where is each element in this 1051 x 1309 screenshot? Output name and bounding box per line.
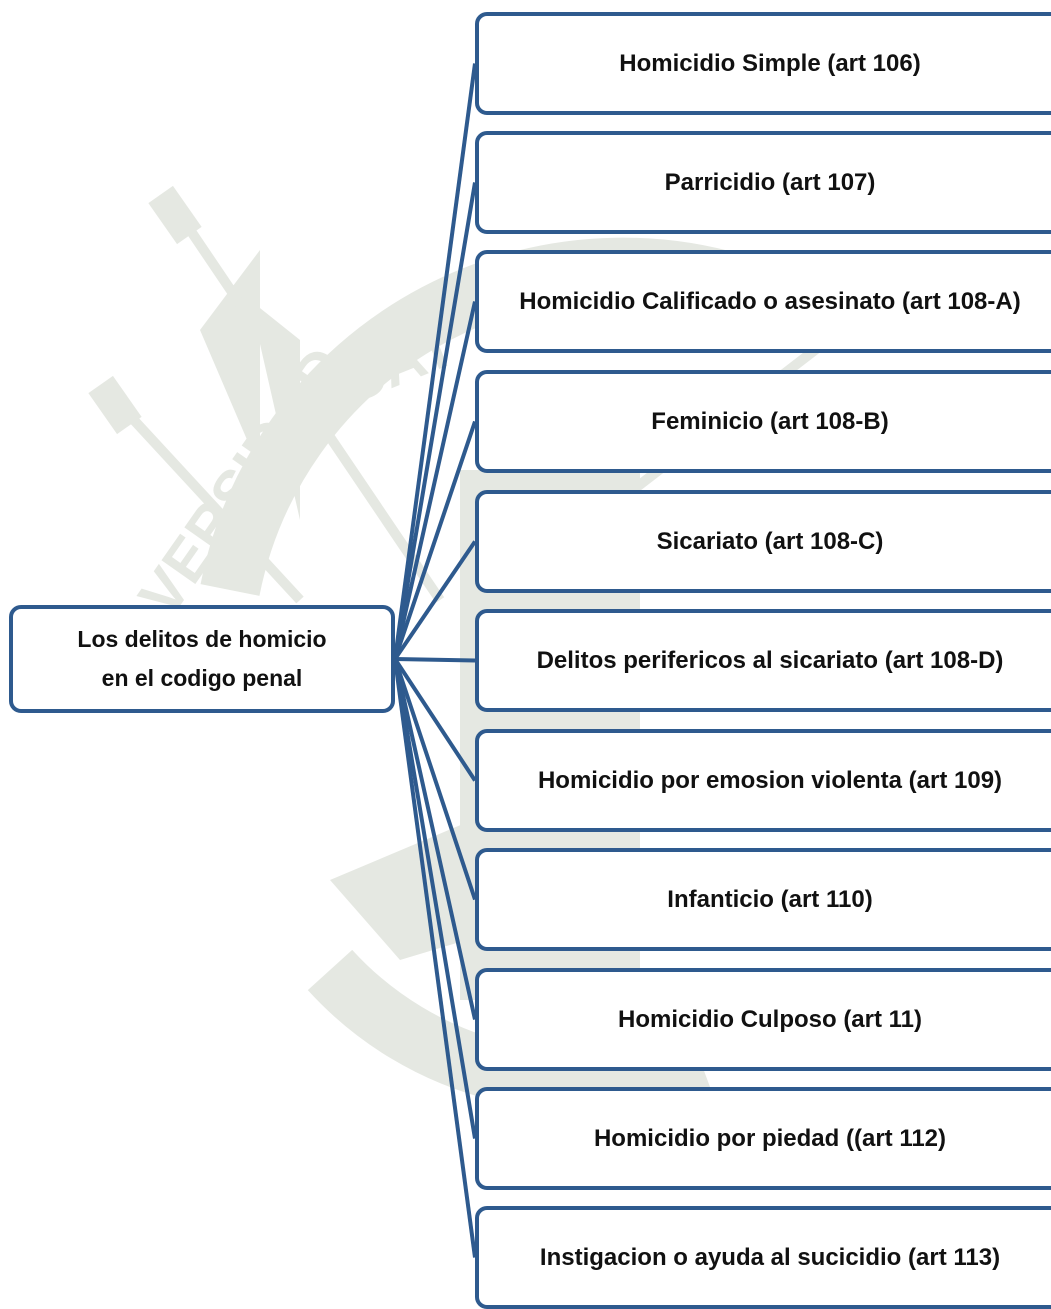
root-label-line-1: Los delitos de homicio: [77, 625, 327, 652]
connector-line-8: [393, 658, 477, 901]
connector-line-1: [393, 63, 477, 660]
branch-label: Delitos perifericos al sicariato (art 10…: [536, 646, 1004, 674]
root-node: Los delitos de homicio en el codigo pena…: [9, 605, 395, 713]
connector-line-7: [393, 657, 477, 782]
branch-label: Homicidio por emosion violenta (art 109): [537, 766, 1003, 794]
branch-label: Homicidio Culposo (art 11): [617, 1005, 923, 1033]
branch-label: Parricidio (art 107): [664, 168, 876, 196]
branch-node-infanticio: Infanticio (art 110): [475, 848, 1051, 951]
branch-node-instigacion-suicidio: Instigacion o ayuda al sucicidio (art 11…: [475, 1206, 1051, 1309]
branch-node-sicariato: Sicariato (art 108-C): [475, 490, 1051, 593]
branch-node-homicidio-culposo: Homicidio Culposo (art 11): [475, 968, 1051, 1071]
branch-node-emocion-violenta: Homicidio por emosion violenta (art 109): [475, 729, 1051, 832]
branch-label: Homicidio Simple (art 106): [619, 49, 921, 77]
branch-label: Feminicio (art 108-B): [651, 407, 889, 435]
branch-label: Homicidio Calificado o asesinato (art 10…: [519, 287, 1021, 315]
connector-line-2: [393, 182, 477, 660]
branch-label: Infanticio (art 110): [667, 885, 873, 913]
connector-line-9: [393, 658, 477, 1020]
connector-line-3: [393, 301, 477, 660]
branch-node-feminicio: Feminicio (art 108-B): [475, 370, 1051, 473]
branch-label: Sicariato (art 108-C): [656, 527, 884, 555]
branch-node-homicidio-simple: Homicidio Simple (art 106): [475, 12, 1051, 115]
connector-line-10: [393, 658, 477, 1139]
branch-node-parricidio: Parricidio (art 107): [475, 131, 1051, 234]
connector-line-6: [394, 657, 476, 663]
branch-label: Homicidio por piedad ((art 112): [593, 1124, 947, 1152]
connector-line-5: [393, 540, 477, 661]
branch-node-homicidio-piedad: Homicidio por piedad ((art 112): [475, 1087, 1051, 1190]
connector-line-11: [393, 658, 477, 1258]
connector-line-4: [393, 420, 477, 660]
branch-node-homicidio-calificado: Homicidio Calificado o asesinato (art 10…: [475, 250, 1051, 353]
root-label-line-2: en el codigo penal: [101, 665, 303, 691]
branch-node-delitos-perifericos: Delitos perifericos al sicariato (art 10…: [475, 609, 1051, 712]
branch-label: Instigacion o ayuda al sucicidio (art 11…: [539, 1243, 1001, 1271]
